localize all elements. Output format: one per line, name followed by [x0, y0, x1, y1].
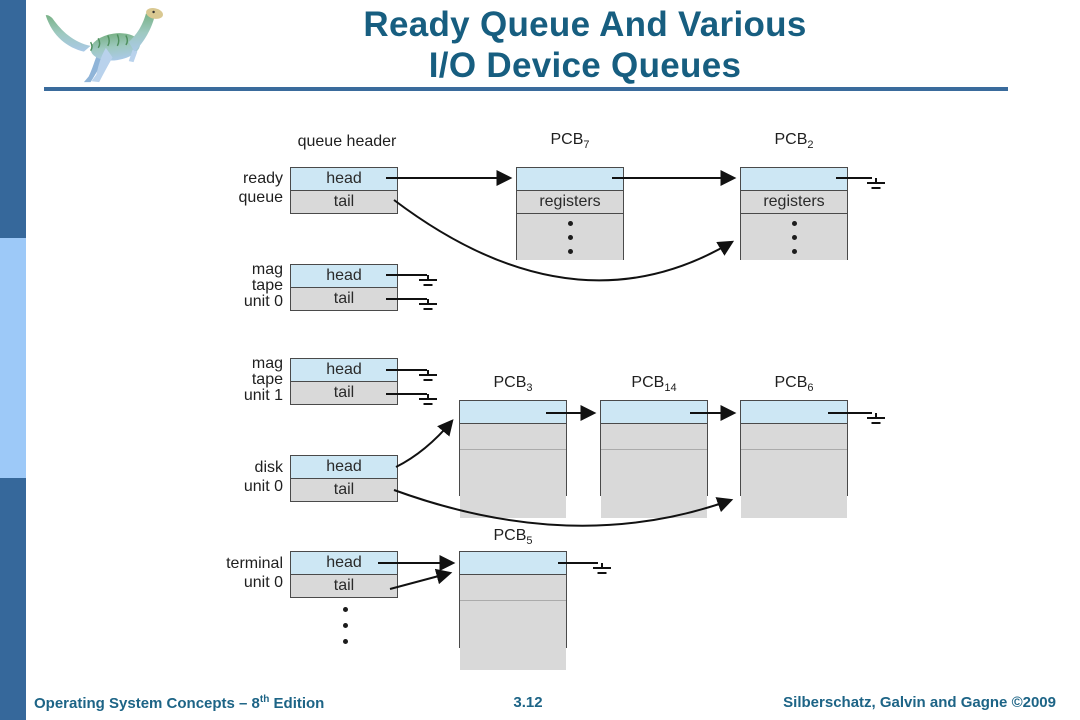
queue-label-mag-tape-0: mag tape unit 0 [243, 261, 283, 310]
cell-divider [601, 449, 707, 450]
pcb6-box [740, 400, 848, 518]
slide-page-number: 3.12 [513, 694, 543, 711]
accent-bar-middle-segment [0, 238, 26, 478]
queue-box-ready: head tail [290, 167, 398, 214]
queue-label-terminal-0: terminal unit 0 [226, 555, 283, 591]
accent-bar-top-segment [0, 0, 26, 238]
pcb-link-cell [517, 168, 623, 191]
head-cell: head [291, 359, 397, 382]
pcb2-label: PCB2 [774, 131, 814, 152]
queue-label-disk-0: disk unit 0 [243, 459, 283, 495]
null-pointer-icon [866, 177, 886, 189]
accent-bar-bottom-segment [0, 478, 26, 720]
queue-box-mag-tape-1: head tail [290, 358, 398, 405]
queue-label-mag-tape-1: mag tape unit 1 [243, 355, 283, 404]
pcb14-label: PCB14 [631, 374, 677, 395]
pcb-body [460, 424, 566, 518]
tail-cell: tail [291, 382, 397, 404]
title-underline [44, 87, 1008, 91]
pcb3-label: PCB3 [493, 374, 533, 395]
footer-book-title: Operating System Concepts – 8th Edition [34, 694, 325, 712]
null-pointer-icon [866, 412, 886, 424]
pcb-body [741, 424, 847, 518]
null-pointer-icon [418, 393, 438, 405]
pcb7-box: registers [516, 167, 624, 260]
null-pointer-icon [418, 369, 438, 381]
null-pointer-icon [592, 562, 612, 574]
pcb-link-cell [741, 168, 847, 191]
pcb3-box [459, 400, 567, 518]
queue-header-label: queue header [297, 133, 397, 150]
cell-divider [460, 600, 566, 601]
tail-cell: tail [291, 575, 397, 597]
cell-divider [460, 449, 566, 450]
pcb-body [601, 424, 707, 518]
pcb-ellipsis [517, 214, 623, 260]
pcb-registers-cell: registers [517, 191, 623, 214]
pcb-link-cell [460, 552, 566, 575]
pcb-body [460, 575, 566, 670]
head-cell: head [291, 456, 397, 479]
more-queues-ellipsis [342, 607, 348, 651]
title-line-1: Ready Queue And Various [363, 5, 807, 44]
pcb5-box [459, 551, 567, 670]
page-title: Ready Queue And Various I/O Device Queue… [90, 4, 1080, 86]
tail-cell: tail [291, 288, 397, 310]
left-accent-bar [0, 0, 26, 720]
pcb-link-cell [460, 401, 566, 424]
pcb7-label: PCB7 [550, 131, 590, 152]
head-cell: head [291, 168, 397, 191]
pcb14-box [600, 400, 708, 518]
pcb5-label: PCB5 [493, 527, 533, 548]
tail-cell: tail [291, 191, 397, 213]
dinosaur-logo-icon [45, 8, 164, 83]
pcb-registers-cell: registers [741, 191, 847, 214]
queue-box-disk-0: head tail [290, 455, 398, 502]
pcb6-label: PCB6 [774, 374, 814, 395]
queue-box-terminal-0: head tail [290, 551, 398, 598]
tail-cell: tail [291, 479, 397, 501]
head-cell: head [291, 552, 397, 575]
queue-box-mag-tape-0: head tail [290, 264, 398, 311]
pcb-ellipsis [741, 214, 847, 260]
arrow-disk-head-to-pcb3 [395, 419, 454, 468]
arrow-terminal-tail-to-pcb5 [389, 568, 453, 590]
queue-label-ready: ready queue [238, 170, 284, 206]
footer-authors: Silberschatz, Galvin and Gagne ©2009 [783, 694, 1056, 711]
head-cell: head [291, 265, 397, 288]
null-pointer-icon [418, 298, 438, 310]
pcb2-box: registers [740, 167, 848, 260]
cell-divider [741, 449, 847, 450]
pcb-link-cell [741, 401, 847, 424]
title-line-2: I/O Device Queues [428, 46, 742, 85]
pcb-link-cell [601, 401, 707, 424]
null-pointer-icon [418, 274, 438, 286]
